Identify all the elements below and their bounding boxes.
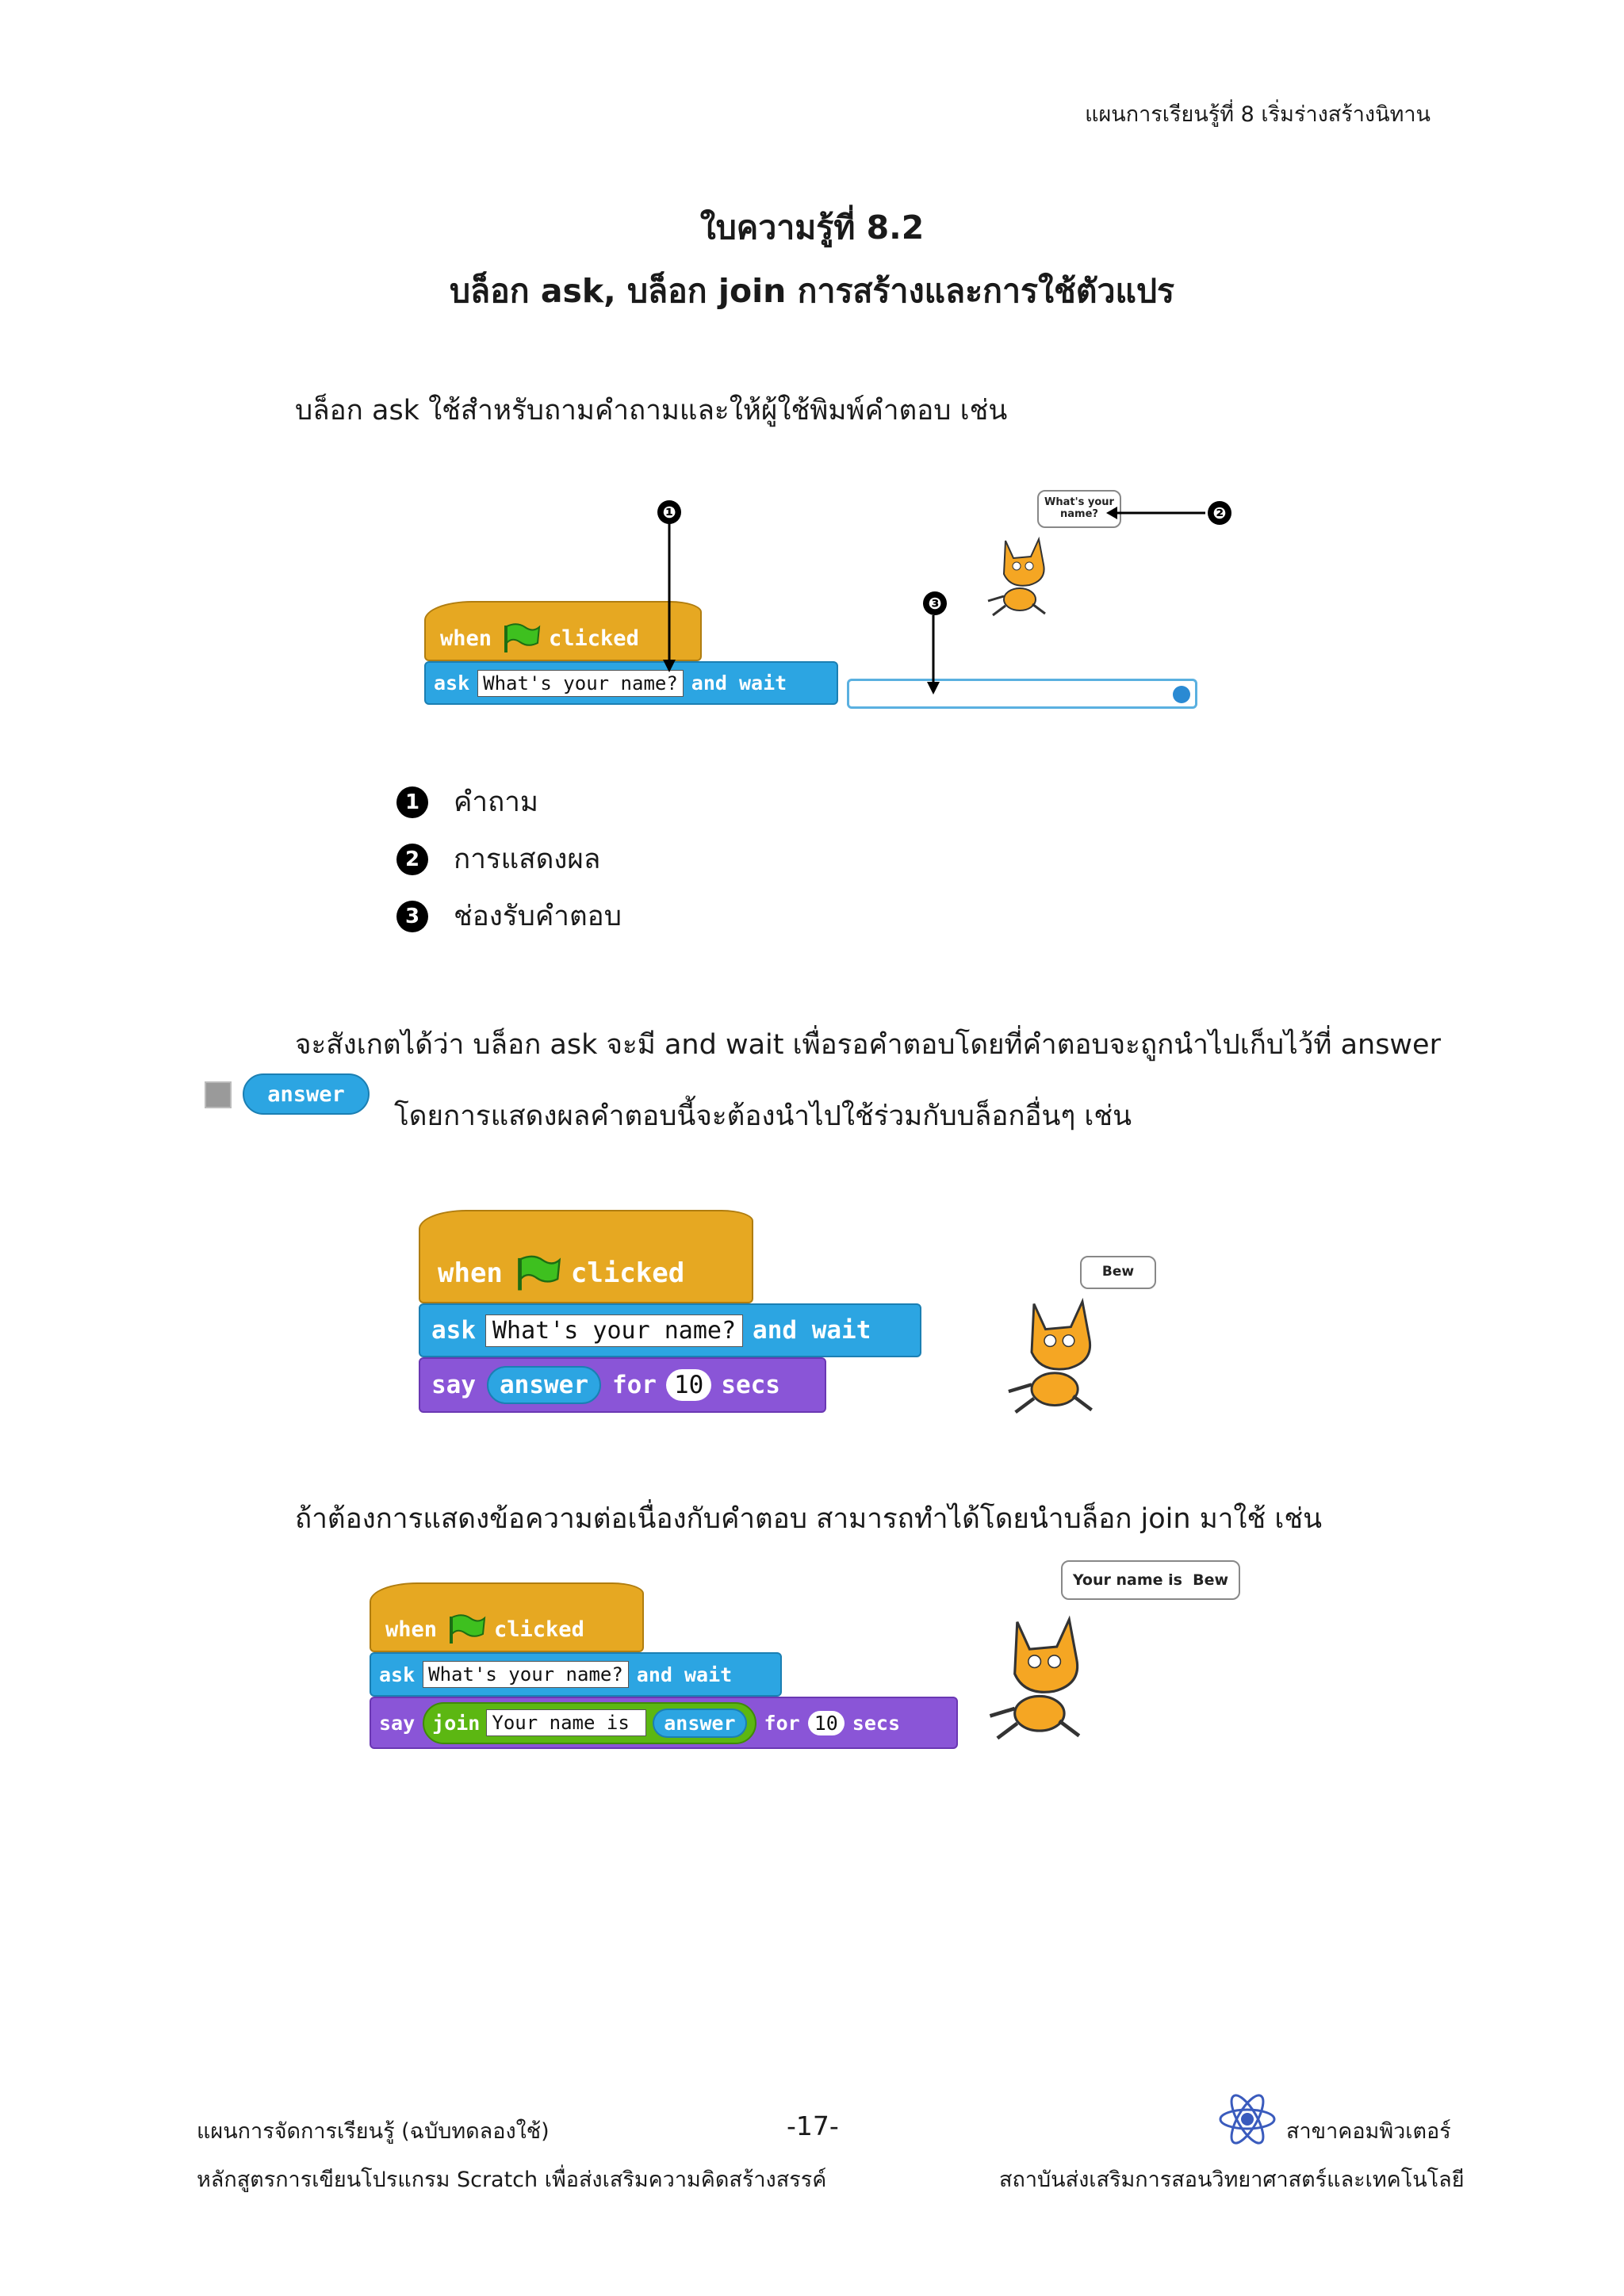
- legend-num: 3: [396, 900, 428, 932]
- intro-paragraph: บล็อก ask ใช้สำหรับถามคำถามและให้ผู้ใช้พ…: [295, 395, 1008, 427]
- scratch-cat-icon: [987, 536, 1046, 617]
- legend-text: ช่องรับคำตอบ: [454, 901, 622, 932]
- secs-label: secs: [852, 1711, 901, 1735]
- arrow-1: [663, 523, 676, 672]
- speech-bubble-3: Your name is Bew: [1061, 1560, 1240, 1600]
- legend-text: คำถาม: [454, 786, 538, 818]
- green-flag-icon: [518, 1255, 561, 1291]
- when-flag-clicked-block[interactable]: when clicked: [370, 1582, 644, 1652]
- paragraph-join: ถ้าต้องการแสดงข้อความต่อเนื่องกับคำตอบ ส…: [295, 1503, 1323, 1535]
- legend-text: การแสดงผล: [454, 844, 601, 875]
- sheet-title: ใบความรู้ที่ 8.2: [699, 209, 925, 247]
- scratch-cat-icon: [989, 1615, 1081, 1740]
- legend-item-3: 3 ช่องรับคำตอบ: [396, 894, 622, 938]
- footer-right-line1: สาขาคอมพิวเตอร์: [1286, 2119, 1451, 2144]
- page-number: -17-: [787, 2110, 839, 2141]
- sheet-subtitle: บล็อก ask, บล็อก join การสร้างและการใช้ต…: [449, 272, 1175, 310]
- clicked-label: clicked: [494, 1617, 584, 1642]
- when-label: when: [385, 1617, 438, 1642]
- speech-bubble-1: What's your name?: [1037, 490, 1121, 528]
- green-flag-icon: [450, 1614, 486, 1644]
- footer-right-line2: สถาบันส่งเสริมการสอนวิทยาศาสตร์และเทคโนโ…: [999, 2168, 1465, 2192]
- ask-label: ask: [434, 672, 470, 695]
- paragraph-ask-wait: จะสังเกตได้ว่า บล็อก ask จะมี and wait เ…: [295, 1029, 1441, 1061]
- page-header: แผนการเรียนรู้ที่ 8 เริ่มร่างสร้างนิทาน: [1085, 102, 1431, 127]
- ask-block[interactable]: ask What's your name? and wait: [370, 1652, 782, 1697]
- for-label: for: [611, 1371, 657, 1399]
- arrow-2: [1106, 507, 1205, 519]
- secs-input[interactable]: 10: [665, 1369, 712, 1401]
- scratch-cat-icon: [1008, 1297, 1093, 1414]
- join-text-input[interactable]: Your name is: [486, 1709, 647, 1736]
- ask-label: ask: [379, 1663, 416, 1686]
- marker-3: ❸: [923, 591, 947, 615]
- legend-num: 1: [396, 786, 428, 818]
- say-for-secs-block[interactable]: say answer for 10 secs: [419, 1357, 826, 1413]
- when-flag-clicked-block[interactable]: when clicked: [419, 1210, 753, 1303]
- for-label: for: [764, 1711, 800, 1735]
- answer-input-bar[interactable]: [847, 679, 1197, 709]
- footer-left-line2: หลักสูตรการเขียนโปรแกรม Scratch เพื่อส่ง…: [197, 2168, 827, 2192]
- when-label: when: [440, 626, 492, 651]
- green-flag-icon: [504, 623, 541, 652]
- answer-reporter[interactable]: answer: [653, 1708, 747, 1738]
- question-input[interactable]: What's your name?: [485, 1314, 744, 1347]
- speech-bubble-2: Bew: [1080, 1256, 1156, 1289]
- marker-2: ❷: [1208, 501, 1231, 525]
- checkbox-icon[interactable]: [205, 1081, 232, 1108]
- ask-block[interactable]: ask What's your name? and wait: [424, 661, 838, 705]
- clicked-label: clicked: [570, 1257, 685, 1289]
- footer-left-line1: แผนการจัดการเรียนรู้ (ฉบับทดลองใช้): [197, 2119, 550, 2144]
- check-icon[interactable]: [1173, 686, 1190, 703]
- and-wait-label: and wait: [636, 1663, 733, 1686]
- join-block[interactable]: join Your name is answer: [423, 1701, 756, 1744]
- ask-label: ask: [431, 1316, 476, 1345]
- answer-reporter[interactable]: answer: [487, 1366, 601, 1404]
- when-flag-clicked-block[interactable]: when clicked: [424, 601, 702, 661]
- say-for-secs-block[interactable]: say join Your name is answer for 10 secs: [370, 1697, 958, 1749]
- when-label: when: [438, 1257, 503, 1289]
- legend-num: 2: [396, 843, 428, 875]
- legend-item-2: 2 การแสดงผล: [396, 837, 600, 881]
- secs-label: secs: [721, 1371, 780, 1399]
- and-wait-label: and wait: [691, 672, 787, 695]
- and-wait-label: and wait: [753, 1316, 871, 1345]
- legend-item-1: 1 คำถาม: [396, 780, 538, 824]
- institute-logo-icon: [1219, 2094, 1276, 2145]
- say-label: say: [431, 1371, 476, 1399]
- marker-1: ❶: [657, 500, 681, 524]
- join-label: join: [432, 1711, 481, 1735]
- answer-reporter-block[interactable]: answer: [243, 1073, 370, 1115]
- arrow-3: [927, 615, 940, 695]
- paragraph-answer-usage: โดยการแสดงผลคำตอบนี้จะต้องนำไปใช้ร่วมกับ…: [394, 1100, 1132, 1132]
- question-input[interactable]: What's your name?: [423, 1661, 629, 1688]
- say-label: say: [379, 1711, 416, 1735]
- question-input[interactable]: What's your name?: [477, 669, 684, 697]
- ask-block[interactable]: ask What's your name? and wait: [419, 1303, 921, 1357]
- secs-input[interactable]: 10: [807, 1710, 845, 1735]
- clicked-label: clicked: [549, 626, 639, 651]
